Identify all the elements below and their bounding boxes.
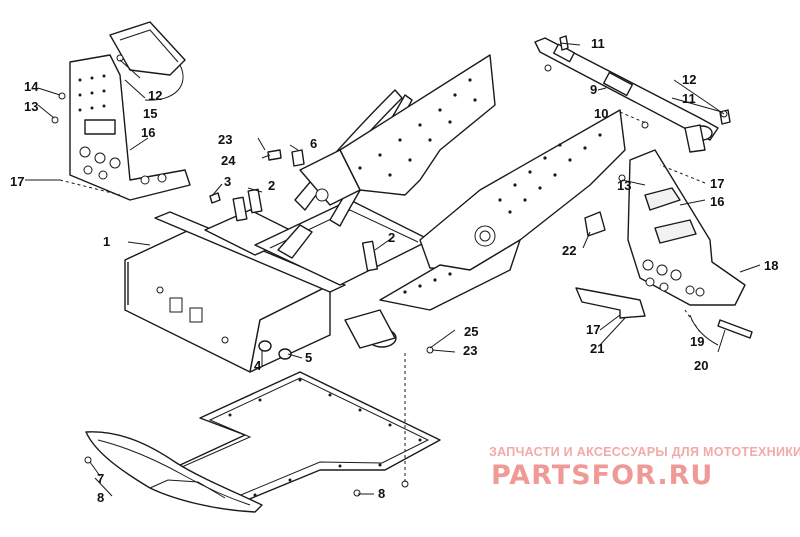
callout-3: 3 [224, 174, 231, 189]
callout-23: 23 [218, 132, 232, 147]
callout-2: 2 [268, 178, 275, 193]
hardware [51, 54, 753, 497]
callout-16: 16 [141, 125, 155, 140]
callout-12: 12 [148, 88, 162, 103]
callout-7: 7 [97, 471, 104, 486]
callout-16: 16 [710, 194, 724, 209]
callout-8: 8 [97, 490, 104, 505]
callout-21: 21 [590, 341, 604, 356]
callouts: 1 2 2 3 4 5 6 7 8 8 9 10 11 11 12 12 13 … [10, 36, 778, 505]
callout-25: 25 [464, 324, 478, 339]
watermark-brand: PARTSFOR.RU [491, 460, 713, 491]
leader-lines [25, 42, 761, 497]
watermark: ЗАПЧАСТИ И АКСЕССУАРЫ ДЛЯ МОТОТЕХНИКИ PA… [489, 445, 800, 491]
callout-1: 1 [103, 234, 110, 249]
callout-2: 2 [388, 230, 395, 245]
callout-13: 13 [617, 178, 631, 193]
callout-18: 18 [764, 258, 778, 273]
callout-10: 10 [594, 106, 608, 121]
callout-20: 20 [694, 358, 708, 373]
callout-19: 19 [690, 334, 704, 349]
steering-post [534, 35, 731, 153]
right-footrest [584, 149, 746, 306]
callout-23: 23 [463, 343, 477, 358]
watermark-subtitle: ЗАПЧАСТИ И АКСЕССУАРЫ ДЛЯ МОТОТЕХНИКИ [489, 445, 800, 459]
callout-14: 14 [24, 79, 39, 94]
tunnel-right-side [379, 109, 626, 311]
left-footrest [69, 21, 191, 201]
callout-11: 11 [591, 36, 605, 51]
callout-22: 22 [562, 243, 576, 258]
callout-17: 17 [586, 322, 600, 337]
callout-15: 15 [143, 106, 157, 121]
tunnel-left-side [299, 54, 496, 206]
callout-4: 4 [254, 358, 262, 373]
callout-5: 5 [305, 350, 312, 365]
callout-6: 6 [310, 136, 317, 151]
callout-17: 17 [10, 174, 24, 189]
front-skid-plate [85, 431, 263, 513]
callout-17: 17 [710, 176, 724, 191]
callout-11: 11 [682, 91, 696, 106]
callout-24: 24 [221, 153, 236, 168]
callout-8: 8 [378, 486, 385, 501]
callout-9: 9 [590, 82, 597, 97]
callout-12: 12 [682, 72, 696, 87]
callout-13: 13 [24, 99, 38, 114]
